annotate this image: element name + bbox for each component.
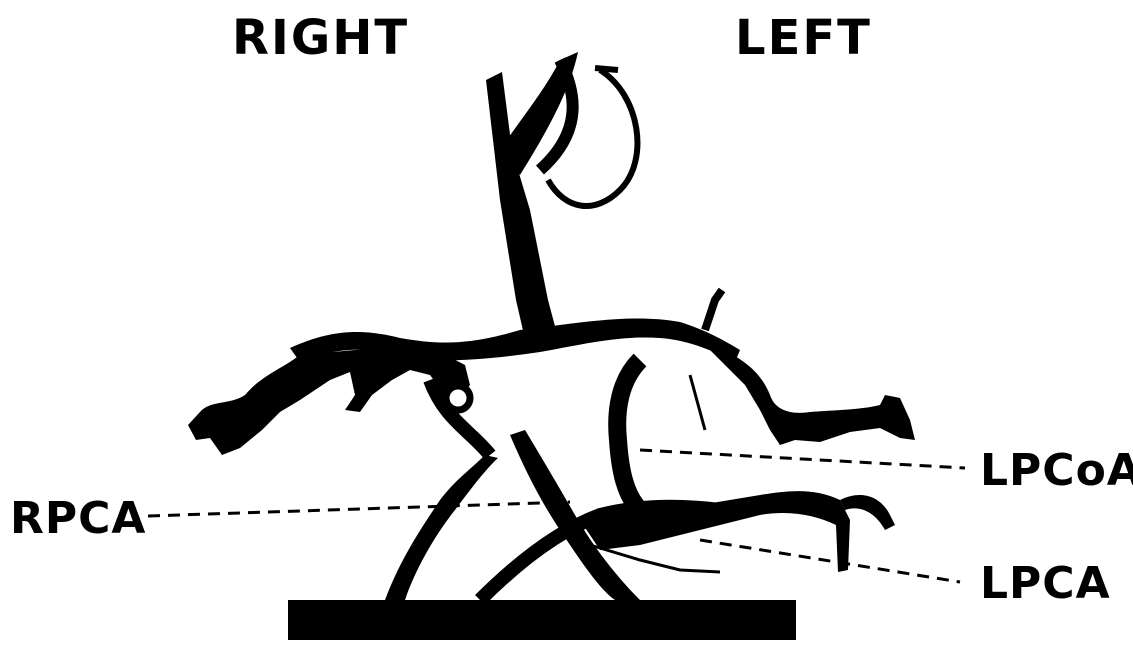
right-branch: [188, 345, 470, 455]
left-side-label: LEFT: [735, 14, 872, 62]
lpca-leader: [700, 540, 960, 582]
left-twig-b: [690, 375, 705, 430]
base-bar: [288, 600, 796, 640]
lpcoa-leader: [640, 450, 965, 468]
rpca-label: RPCA: [10, 497, 146, 541]
lpca-label: LPCA: [980, 562, 1111, 606]
trunk-branch-d: [595, 68, 618, 70]
rpca-vessel: [385, 455, 498, 600]
left-vertical-segment: [617, 360, 640, 510]
lpca-vessel: [580, 491, 850, 572]
left-upper-branch: [700, 340, 915, 445]
left-twig: [705, 290, 722, 330]
rpca-leader: [148, 502, 570, 516]
right-side-label: RIGHT: [232, 14, 409, 62]
lpcoa-label: LPCoA: [980, 449, 1133, 493]
